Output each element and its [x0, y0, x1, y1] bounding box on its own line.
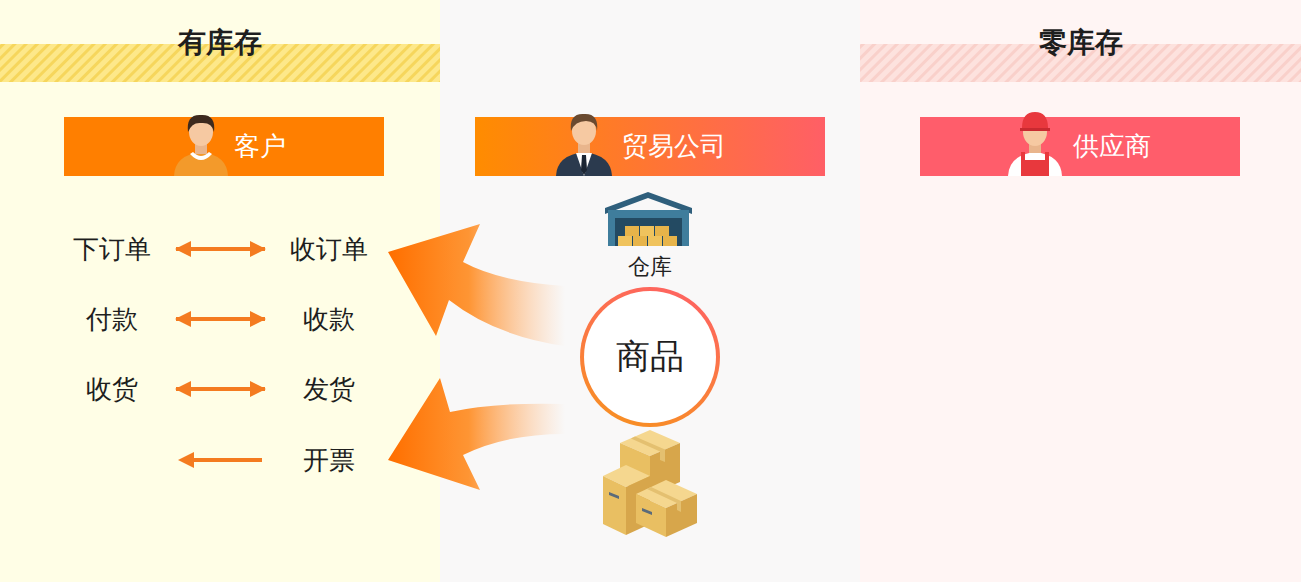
panel-title: 有库存 [0, 24, 440, 62]
icon-part [174, 152, 228, 176]
role-box: 供应商 [920, 117, 1240, 176]
warehouse-icon-part [625, 226, 639, 236]
icon-part [188, 115, 214, 132]
icon-part [556, 152, 612, 176]
icon-part [571, 114, 597, 131]
warehouse-icon-part [648, 236, 662, 246]
invoice-arrow-line [192, 458, 262, 462]
flow-swoosh [388, 378, 565, 490]
exchange-arrow [176, 317, 265, 321]
warehouse-label: 仓库 [628, 252, 672, 282]
action-text: 付款 [86, 302, 138, 337]
goods-boxes [603, 430, 697, 537]
exchange-arrow [176, 247, 265, 251]
panel-title: 零库存 [860, 24, 1301, 62]
role-name: 贸易公司 [622, 117, 726, 176]
warehouse-icon-part [615, 218, 682, 246]
warehouse-icon-part [633, 236, 647, 246]
stock-ground [0, 0, 440, 582]
role-box: 贸易公司 [475, 117, 825, 176]
action-text: 收订单 [290, 232, 368, 267]
box-icon-part [642, 508, 652, 515]
zero-stock-panel: 供应商 零库存 [860, 0, 1301, 582]
action-text: 收款 [303, 302, 355, 337]
warehouse-icon-part [608, 210, 689, 246]
action-item: 下订单 [48, 228, 176, 271]
box-icon-part [631, 437, 665, 463]
action-item: 收订单 [265, 228, 393, 271]
action-item: 收货 [48, 368, 176, 411]
zero-stock-ground [860, 0, 1301, 582]
box-icon-part [636, 494, 666, 537]
customer-icon [170, 108, 232, 176]
warehouse-icon-part [618, 236, 632, 246]
exchange-arrow [176, 387, 265, 391]
icon-part [1020, 128, 1050, 131]
warehouse-icon-part [655, 226, 669, 236]
warehouse-icon [605, 192, 692, 246]
box-icon-part [647, 487, 681, 512]
role-name: 客户 [234, 117, 286, 176]
action-text: 收货 [86, 372, 138, 407]
action-text: 发货 [303, 372, 355, 407]
icon-part [1022, 112, 1048, 128]
icon-part [1008, 152, 1062, 176]
stock-panel: 客户下订单 收订单付款 收款收货 发货开票 有库存 [0, 0, 440, 582]
action-item: 发货 [265, 368, 393, 411]
action-item: 收款 [265, 298, 393, 341]
action-item: 付款 [48, 298, 176, 341]
warehouse-icon-part [663, 236, 677, 246]
box-icon-part [666, 494, 697, 537]
box-icon-part [603, 476, 626, 535]
icon-part [576, 153, 592, 176]
circle-label: 商品 [616, 334, 684, 380]
trader-icon [553, 108, 615, 176]
action-text: 下订单 [73, 232, 151, 267]
role-box: 客户 [64, 117, 384, 176]
supplier-icon [1004, 108, 1066, 176]
box-icon [636, 480, 697, 537]
warehouse-icon-part [640, 226, 654, 236]
icon-part [1045, 152, 1049, 161]
icon-part [1021, 152, 1025, 161]
box-icon-part [609, 492, 619, 499]
action-text: 开票 [303, 443, 355, 478]
icon-part [1021, 160, 1049, 176]
invoice-arrow-head [178, 452, 194, 468]
role-name: 供应商 [1073, 117, 1151, 176]
flow-swoosh [388, 224, 565, 346]
action-item: 开票 [265, 439, 393, 482]
icon-part [581, 155, 587, 175]
goods-circle: 商品 [580, 287, 720, 427]
